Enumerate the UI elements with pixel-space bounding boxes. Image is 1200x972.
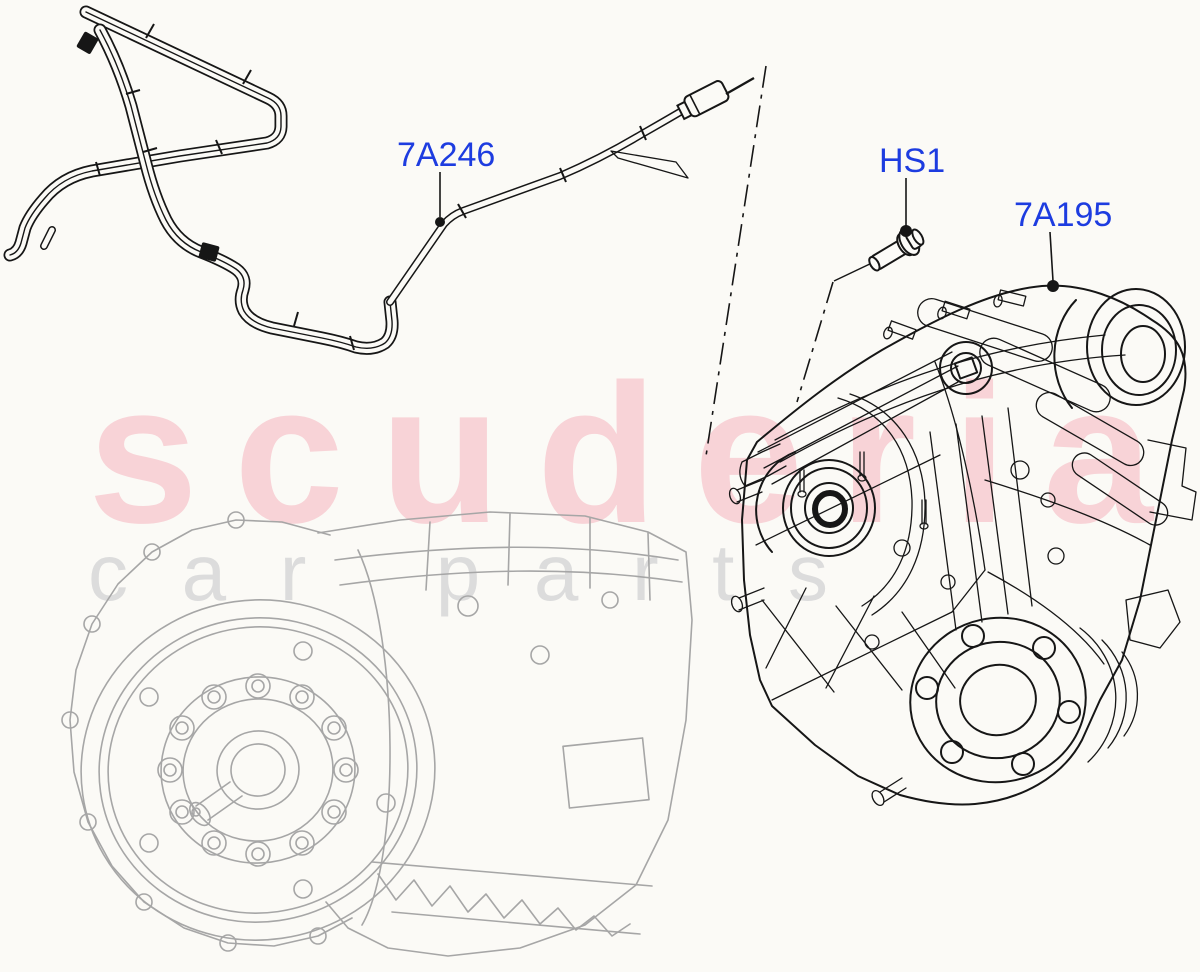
centerline-bolt-to-case (796, 281, 834, 403)
leader-dot-hs1 (900, 225, 912, 237)
fill-plug (939, 341, 993, 395)
tube-clip (198, 242, 220, 262)
bell-rim-arc (357, 549, 391, 926)
leader-dot-7a195 (1047, 280, 1059, 292)
leader-line-7a195 (1049, 231, 1054, 282)
leader-dot-7a246 (435, 217, 445, 227)
flexplate-roller-ring (157, 673, 359, 867)
front-plate-rails (755, 334, 1126, 701)
retainer-band (837, 393, 926, 616)
mounting-studs (728, 443, 907, 807)
tube-clip (76, 31, 99, 54)
flexplate-disc (80, 599, 436, 941)
part-label-hs1[interactable]: HS1 (879, 142, 945, 180)
callouts: 7A246 HS1 7A195 (397, 136, 1112, 292)
tube-joint-marks (95, 23, 647, 351)
input-shaft-stub (189, 781, 243, 827)
gearbox-body-outline (317, 511, 693, 957)
flexplate-holes (139, 641, 396, 899)
tube-tip-line (725, 76, 755, 96)
transfer-case-silhouette (741, 284, 1187, 806)
case-hardware (797, 451, 1065, 650)
part-label-7a195[interactable]: 7A195 (1014, 196, 1112, 234)
input-seal-boss (755, 451, 876, 557)
front-output-flange (909, 589, 1181, 784)
top-studs (883, 289, 1027, 340)
fuel-line-assembly-drawing (10, 12, 755, 351)
flange-ear-bolts (61, 511, 327, 952)
rear-flange (1053, 288, 1197, 521)
watermark-primary-text: scuderia (88, 343, 1155, 564)
face-ribs (761, 407, 1151, 693)
centerline-tube-to-case (705, 65, 767, 457)
gearbox-body-ribs (334, 513, 683, 809)
tube-end-connector (676, 80, 730, 121)
tube-flag-tag (610, 150, 689, 179)
part-label-7a246[interactable]: 7A246 (397, 136, 495, 174)
transfer-case-drawing (728, 284, 1197, 807)
transmission-drawing (61, 511, 693, 957)
hs1-bolt-drawing (833, 228, 925, 282)
oil-pan-hatch (371, 861, 653, 937)
